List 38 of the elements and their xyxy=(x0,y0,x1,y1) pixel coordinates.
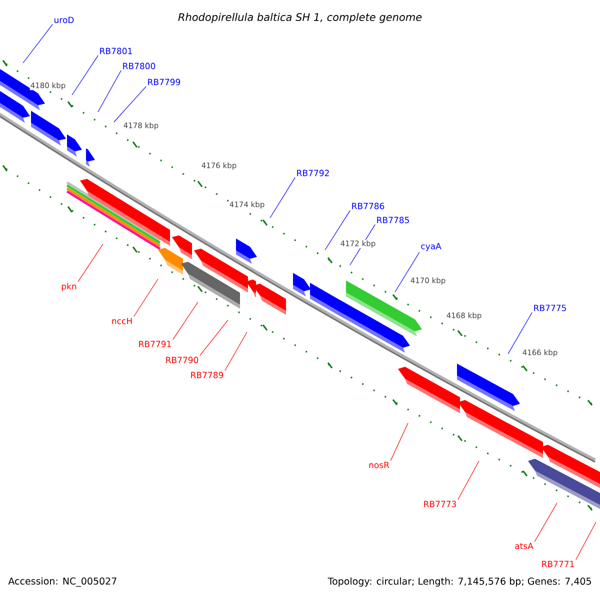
leader-line xyxy=(576,522,596,560)
gene-label: RB7790 xyxy=(166,356,198,364)
leader-line xyxy=(270,177,296,218)
gene-label: RB7771 xyxy=(542,560,574,568)
leader-line xyxy=(72,55,98,96)
gene-label: atsA xyxy=(515,542,534,550)
leader-line xyxy=(22,24,53,64)
leader-line xyxy=(172,302,198,340)
gene-label: RB7773 xyxy=(424,500,456,508)
gene-label: pkn xyxy=(62,282,76,292)
leader-line xyxy=(534,502,558,542)
leader-line xyxy=(224,332,248,371)
gene-label: RB7792 xyxy=(297,170,329,176)
leader-line xyxy=(390,422,408,461)
gene-label: RB7800 xyxy=(123,62,156,70)
gene-label: RB7799 xyxy=(148,78,180,86)
genome-summary-text: Topology: circular; Length: 7,145,576 bp; Genes: 7,405 xyxy=(328,577,591,587)
gene-label: RB7786 xyxy=(352,202,384,210)
gene-label: RB7791 xyxy=(139,340,171,348)
title: Rhodopirellula baltica SH 1, complete genome xyxy=(178,12,422,24)
gene-label: RB7785 xyxy=(377,216,409,224)
gene-label: nosR xyxy=(369,462,390,468)
gene-label: RB7801 xyxy=(100,48,132,54)
gene-label: uroD xyxy=(54,16,74,24)
gene-label: cyaA xyxy=(421,243,442,251)
leader-line xyxy=(133,278,158,317)
leader-line xyxy=(78,244,104,282)
leader-line xyxy=(98,70,122,112)
leader-line xyxy=(114,86,146,122)
leader-line xyxy=(508,312,532,354)
leader-line xyxy=(394,252,420,292)
leader-line xyxy=(458,460,480,500)
gene-label: RB7789 xyxy=(191,372,224,378)
gene-label: nccH xyxy=(112,318,132,324)
leader-line xyxy=(324,210,350,250)
accession-text: Accession: NC_005027 xyxy=(8,577,116,587)
leader-line xyxy=(200,320,228,356)
gene-label: RB7775 xyxy=(534,304,566,312)
